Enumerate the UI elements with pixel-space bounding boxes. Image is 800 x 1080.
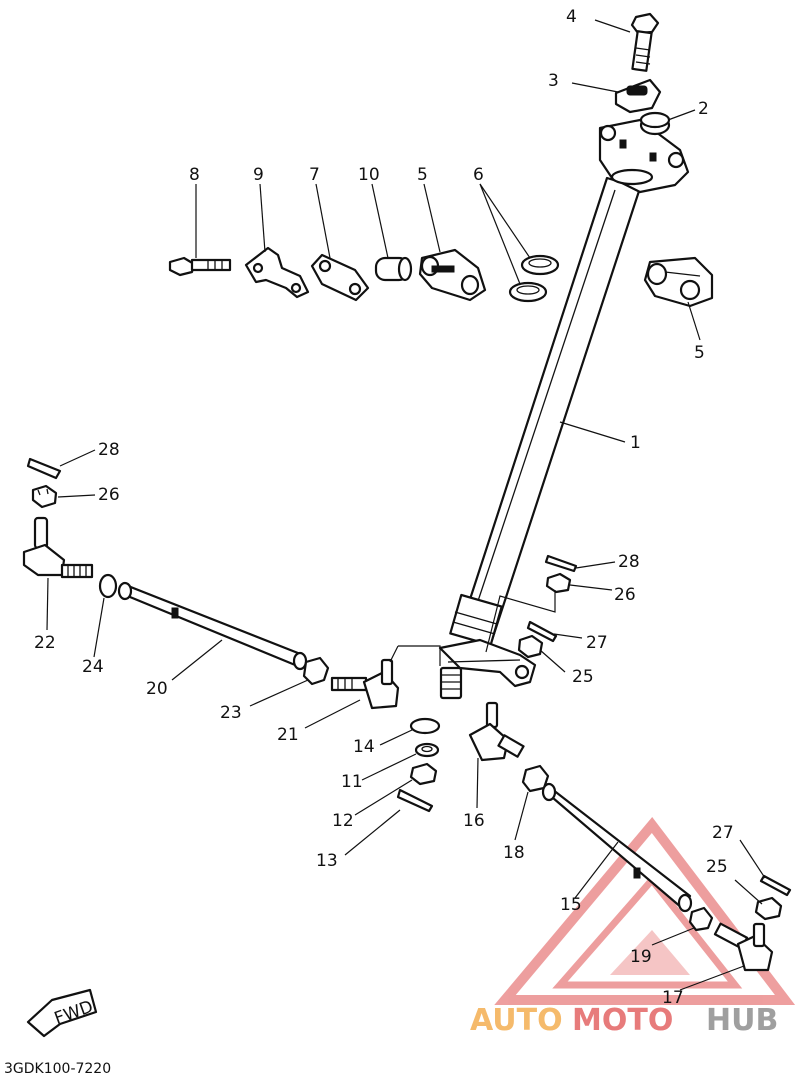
watermark-word-hub: HUB	[706, 1003, 778, 1038]
callout-28-left: 28	[98, 440, 120, 460]
callout-27-right-lower: 27	[712, 823, 734, 843]
callout-25-right: 25	[572, 667, 594, 687]
leader-lines	[46, 19, 766, 991]
callout-5-left: 5	[417, 165, 428, 185]
callout-24: 24	[82, 657, 104, 677]
part-28-cotter-pin-left	[26, 457, 62, 480]
part-5-bracket-left	[418, 248, 487, 302]
callout-11: 11	[341, 772, 363, 792]
callout-10: 10	[358, 165, 380, 185]
part-22-tie-rod-end-left	[22, 516, 94, 579]
callout-14: 14	[353, 737, 375, 757]
watermark-text: AUTO MOTO HUB	[470, 1003, 778, 1038]
part-28-cotter-pin-right	[544, 554, 578, 573]
part-20-tie-rod-left	[117, 581, 308, 671]
callout-12: 12	[332, 811, 354, 831]
part-11-washer	[414, 742, 440, 758]
steering-shaft	[438, 118, 690, 700]
callout-27-right: 27	[586, 633, 608, 653]
callout-26-right: 26	[614, 585, 636, 605]
watermark-word-moto: MOTO	[572, 1003, 673, 1038]
part-5-bracket-right	[643, 256, 714, 308]
callout-5-right: 5	[694, 343, 705, 363]
callout-labels: 4 3 2 8 9 7 10 5 6 5 1 28 26 22 24 20 23…	[34, 7, 734, 1008]
callout-26-left: 26	[98, 485, 120, 505]
callout-18: 18	[503, 843, 525, 863]
callout-23: 23	[220, 703, 242, 723]
part-19-nut	[688, 906, 714, 932]
callout-17: 17	[662, 988, 684, 1008]
part-4-bolt	[630, 12, 660, 72]
forward-direction-arrow: FWD	[26, 988, 98, 1038]
part-24-nut-left	[98, 573, 118, 599]
part-25-nut-right-lower	[754, 896, 783, 921]
callout-6: 6	[473, 165, 484, 185]
part-8-bolt	[168, 256, 232, 277]
part-27-cotter-pin-right-lower	[759, 874, 792, 897]
drawing-code: 3GDK100-7220	[4, 1061, 111, 1077]
callout-21: 21	[277, 725, 299, 745]
callout-25-right-lower: 25	[706, 857, 728, 877]
callout-2: 2	[698, 99, 709, 119]
part-23-nut-left	[302, 656, 330, 686]
callout-7: 7	[309, 165, 320, 185]
part-6-rings	[508, 254, 560, 303]
callout-9: 9	[253, 165, 264, 185]
callout-1: 1	[630, 433, 641, 453]
part-7-plate	[310, 253, 370, 302]
callout-3: 3	[548, 71, 559, 91]
part-10-collar	[374, 256, 413, 282]
callout-16: 16	[463, 811, 485, 831]
callout-20: 20	[146, 679, 168, 699]
callout-22: 22	[34, 633, 56, 653]
callout-19: 19	[630, 947, 652, 967]
callout-15: 15	[560, 895, 582, 915]
part-13-cotter-pin	[396, 788, 434, 813]
watermark-logo	[494, 816, 796, 1005]
part-25-nut-right	[517, 634, 544, 659]
callout-8: 8	[189, 165, 200, 185]
part-26-castle-nut-left	[31, 484, 58, 509]
callout-13: 13	[316, 851, 338, 871]
part-16-tie-rod-end	[468, 701, 525, 762]
part-2-cap	[639, 111, 671, 136]
part-3-clamp	[614, 78, 662, 114]
callout-28-right: 28	[618, 552, 640, 572]
part-14-washer	[409, 717, 441, 735]
part-15-tie-rod-right	[541, 782, 693, 913]
part-27-cotter-pin-right	[526, 620, 558, 643]
watermark-word-auto: AUTO	[470, 1003, 563, 1038]
part-12-nut	[409, 762, 438, 786]
part-17-tie-rod-end	[713, 922, 774, 972]
callout-4: 4	[566, 7, 577, 27]
part-26-castle-nut-right	[545, 572, 572, 594]
part-21-tie-rod-end	[330, 658, 400, 710]
part-9-plate	[244, 246, 310, 299]
